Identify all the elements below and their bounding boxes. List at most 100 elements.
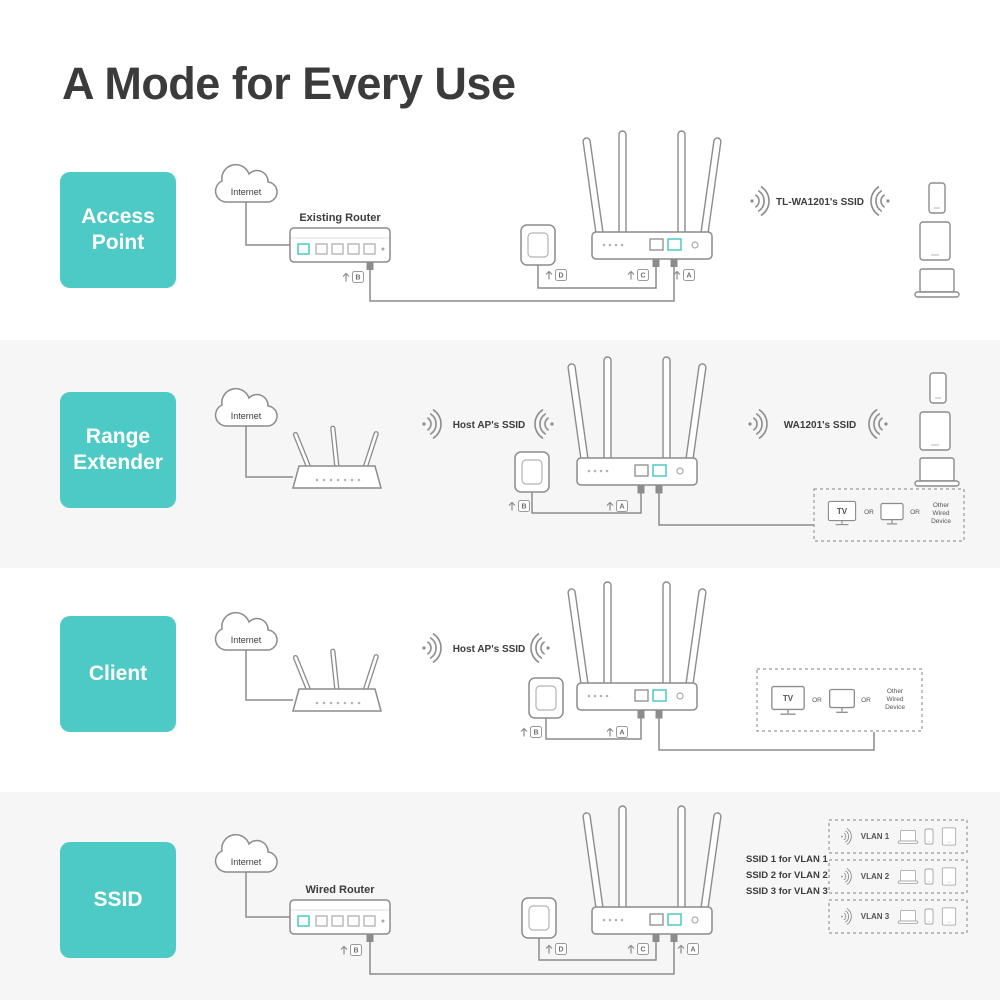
- ssid-label: TL-WA1201's SSID: [776, 197, 864, 208]
- wifi-signal-icon: [535, 410, 554, 438]
- cable-plug: [655, 485, 663, 494]
- cable: [658, 718, 875, 751]
- wired-router-icon: [289, 899, 391, 935]
- wa1201-router-icon: [566, 356, 708, 486]
- wifi-signal-icon: [421, 633, 442, 663]
- phone-icon: [929, 372, 947, 404]
- diagram-access-point: Internet Existing Router B D: [214, 130, 960, 302]
- ssid-vlan-list: SSID 1 for VLAN 1 SSID 2 for VLAN 2 SSID…: [746, 854, 829, 897]
- connector-label-d: D: [555, 269, 567, 281]
- up-arrow-icon: [342, 272, 350, 283]
- connector-label-a: A: [683, 269, 695, 281]
- tv-label: TV: [837, 507, 848, 516]
- svg-text:Other: Other: [933, 502, 950, 509]
- cable-plug: [670, 259, 678, 267]
- host-router-icon: [292, 425, 382, 489]
- other-wired-device-label: Other Wired Device: [931, 502, 951, 525]
- tablet-icon: [941, 867, 957, 886]
- up-arrow-icon: [340, 945, 348, 956]
- svg-text:A: A: [686, 273, 691, 280]
- cable: [538, 938, 657, 961]
- connector-label-c: C: [637, 943, 649, 955]
- cable-plug: [670, 934, 678, 942]
- connector-label-b: B: [518, 500, 530, 512]
- wired-device-box: [756, 668, 923, 732]
- vlan-box-2: VLAN 2: [828, 859, 968, 894]
- monitor-icon: [880, 502, 904, 525]
- cable-plug: [637, 485, 645, 494]
- power-adapter-icon: [528, 677, 564, 719]
- svg-text:B: B: [353, 948, 358, 955]
- wifi-signal-icon: [421, 409, 442, 439]
- cable: [658, 493, 814, 526]
- tablet-icon: [919, 411, 951, 451]
- existing-router-label: Existing Router: [299, 212, 381, 224]
- up-arrow-icon: [627, 944, 635, 955]
- svg-text:C: C: [640, 947, 645, 954]
- ssid-line: SSID 1 for VLAN 1: [746, 854, 829, 865]
- svg-text:Device: Device: [931, 518, 951, 525]
- svg-text:D: D: [558, 947, 563, 954]
- svg-text:C: C: [640, 273, 645, 280]
- svg-text:Other: Other: [887, 688, 904, 695]
- internet-label: Internet: [231, 187, 262, 197]
- up-arrow-icon: [606, 501, 614, 512]
- mode-badge-ssid: SSID: [60, 842, 176, 958]
- phone-icon: [924, 828, 934, 845]
- svg-text:Wired: Wired: [933, 510, 950, 517]
- or-label: OR: [910, 509, 920, 516]
- cable: [369, 942, 675, 975]
- up-arrow-icon: [545, 270, 553, 281]
- internet-label: Internet: [231, 857, 262, 867]
- vlan-label: VLAN 3: [861, 912, 890, 921]
- internet-label: Internet: [231, 411, 262, 421]
- laptop-icon: [897, 910, 919, 924]
- svg-text:A: A: [690, 947, 695, 954]
- wired-router-label: Wired Router: [306, 884, 376, 896]
- vlan-label: VLAN 1: [861, 832, 890, 841]
- phone-icon: [928, 182, 946, 214]
- monitor-icon: [828, 688, 856, 713]
- cable-plug: [366, 934, 374, 942]
- laptop-icon: [897, 870, 919, 884]
- svg-text:B: B: [521, 504, 526, 511]
- cable-plug: [652, 259, 660, 267]
- wa1201-router-icon: [566, 581, 708, 711]
- tv-label: TV: [783, 694, 794, 703]
- wired-device-box: [813, 488, 965, 542]
- wa1201-router-icon: [581, 130, 723, 260]
- host-router-icon: [292, 648, 382, 712]
- up-arrow-icon: [673, 270, 681, 281]
- wifi-signal-icon: [840, 868, 852, 885]
- mode-badge-access-point: Access Point: [60, 172, 176, 288]
- mode-badge-client: Client: [60, 616, 176, 732]
- page-title: A Mode for Every Use: [62, 58, 516, 109]
- vlan-label: VLAN 2: [861, 872, 890, 881]
- internet-label: Internet: [231, 635, 262, 645]
- cable: [369, 267, 675, 302]
- wa1201-router-icon: [581, 805, 723, 935]
- or-label: OR: [812, 697, 822, 704]
- cable: [245, 202, 290, 246]
- wifi-signal-icon: [747, 409, 768, 439]
- tablet-icon: [919, 221, 951, 261]
- power-adapter-icon: [520, 224, 556, 266]
- up-arrow-icon: [545, 944, 553, 955]
- cable: [245, 872, 290, 918]
- power-adapter-icon: [521, 897, 557, 939]
- existing-router-icon: [289, 227, 391, 263]
- up-arrow-icon: [677, 944, 685, 955]
- laptop-icon: [914, 268, 960, 298]
- mode-label-client: Client: [88, 661, 148, 685]
- up-arrow-icon: [520, 727, 528, 738]
- wifi-signal-icon: [871, 187, 890, 215]
- wifi-signal-icon: [869, 410, 888, 438]
- svg-text:D: D: [558, 273, 563, 280]
- up-arrow-icon: [627, 270, 635, 281]
- connector-label-b: B: [350, 944, 362, 956]
- or-label: OR: [861, 697, 871, 704]
- connector-label-c: C: [637, 269, 649, 281]
- or-label: OR: [864, 509, 874, 516]
